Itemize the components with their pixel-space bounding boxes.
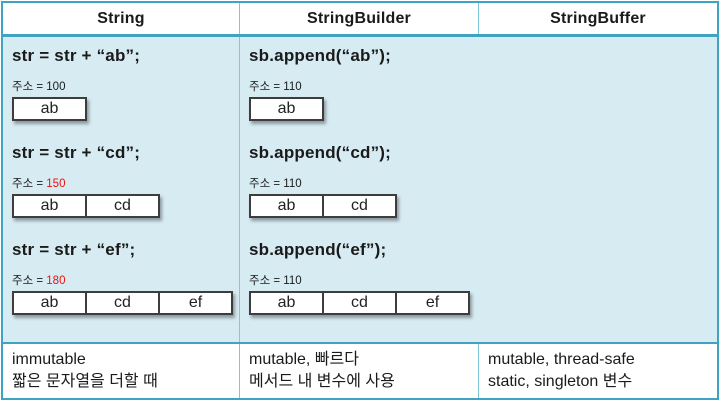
code-statement: sb.append(“cd”); [249, 143, 392, 162]
address-label: 주소 = [12, 81, 44, 93]
address-value: 110 [283, 81, 302, 93]
footer-line: mutable, thread-safe [488, 351, 635, 368]
memory-box: ab cd [12, 194, 160, 218]
address-label: 주소 = [249, 178, 281, 190]
footer-line: static, singleton 변수 [488, 373, 633, 390]
memory-box: ab [249, 97, 324, 121]
footer-stringbuilder-cell: mutable, 빠르다 메서드 내 변수에 사용 [239, 344, 478, 398]
column-header-stringbuilder: StringBuilder [239, 3, 478, 34]
address-line: 주소 = 110 [249, 275, 717, 288]
address-line: 주소 = 180 [12, 275, 239, 288]
string-column-body: str = str + “ab”; 주소 = 100 ab str = str … [3, 37, 239, 342]
builder-step-2: sb.append(“cd”); 주소 = 110 ab cd [249, 142, 717, 218]
memory-cell: cd [85, 196, 158, 216]
memory-cell: ab [277, 197, 296, 214]
column-header-stringbuffer: StringBuffer [478, 3, 717, 34]
memory-cell: ef [395, 293, 468, 313]
address-line: 주소 = 110 [249, 178, 717, 191]
code-statement: sb.append(“ef”); [249, 240, 387, 259]
memory-cell: cd [322, 293, 395, 313]
footer-line: mutable, 빠르다 [249, 351, 359, 368]
address-value: 110 [283, 178, 302, 190]
address-value: 100 [46, 81, 66, 93]
string-step-1: str = str + “ab”; 주소 = 100 ab [12, 45, 239, 121]
builder-step-3: sb.append(“ef”); 주소 = 110 ab cd ef [249, 239, 717, 315]
code-statement: sb.append(“ab”); [249, 46, 392, 65]
memory-box: ab cd ef [12, 291, 233, 315]
code-statement: str = str + “cd”; [12, 143, 141, 162]
footer-stringbuffer-cell: mutable, thread-safe static, singleton 변… [478, 344, 717, 398]
footer-line: 짧은 문자열을 더할 때 [12, 373, 158, 390]
address-value: 180 [46, 275, 66, 287]
memory-cell: ab [277, 294, 296, 311]
memory-box: ab cd ef [249, 291, 470, 315]
address-label: 주소 = [12, 275, 44, 287]
memory-cell: ab [40, 100, 59, 117]
stringbuilder-column-body: sb.append(“ab”); 주소 = 110 ab sb.append(“… [239, 37, 717, 342]
memory-cell: cd [322, 196, 395, 216]
code-statement: str = str + “ab”; [12, 46, 141, 65]
address-line: 주소 = 150 [12, 178, 239, 191]
string-step-3: str = str + “ef”; 주소 = 180 ab cd ef [12, 239, 239, 315]
column-header-string: String [97, 9, 145, 27]
address-value: 150 [46, 178, 66, 190]
memory-cell: ab [40, 294, 59, 311]
footer-line: immutable [12, 351, 86, 368]
memory-box: ab [12, 97, 87, 121]
builder-step-1: sb.append(“ab”); 주소 = 110 ab [249, 45, 717, 121]
memory-cell: cd [85, 293, 158, 313]
table-body: str = str + “ab”; 주소 = 100 ab str = str … [3, 37, 717, 342]
address-label: 주소 = [249, 275, 281, 287]
memory-box: ab cd [249, 194, 397, 218]
string-step-2: str = str + “cd”; 주소 = 150 ab cd [12, 142, 239, 218]
memory-cell: ab [277, 100, 296, 117]
table-header-row: String StringBuilder StringBuffer [3, 3, 717, 37]
address-label: 주소 = [12, 178, 44, 190]
memory-cell: ef [158, 293, 231, 313]
address-line: 주소 = 110 [249, 81, 717, 94]
table-footer-row: immutable 짧은 문자열을 더할 때 mutable, 빠르다 메서드 … [3, 342, 717, 398]
footer-line: 메서드 내 변수에 사용 [249, 373, 395, 390]
address-value: 110 [283, 275, 302, 287]
address-line: 주소 = 100 [12, 81, 239, 94]
address-label: 주소 = [249, 81, 281, 93]
memory-cell: ab [40, 197, 59, 214]
code-statement: str = str + “ef”; [12, 240, 136, 259]
footer-string-cell: immutable 짧은 문자열을 더할 때 [3, 344, 239, 398]
